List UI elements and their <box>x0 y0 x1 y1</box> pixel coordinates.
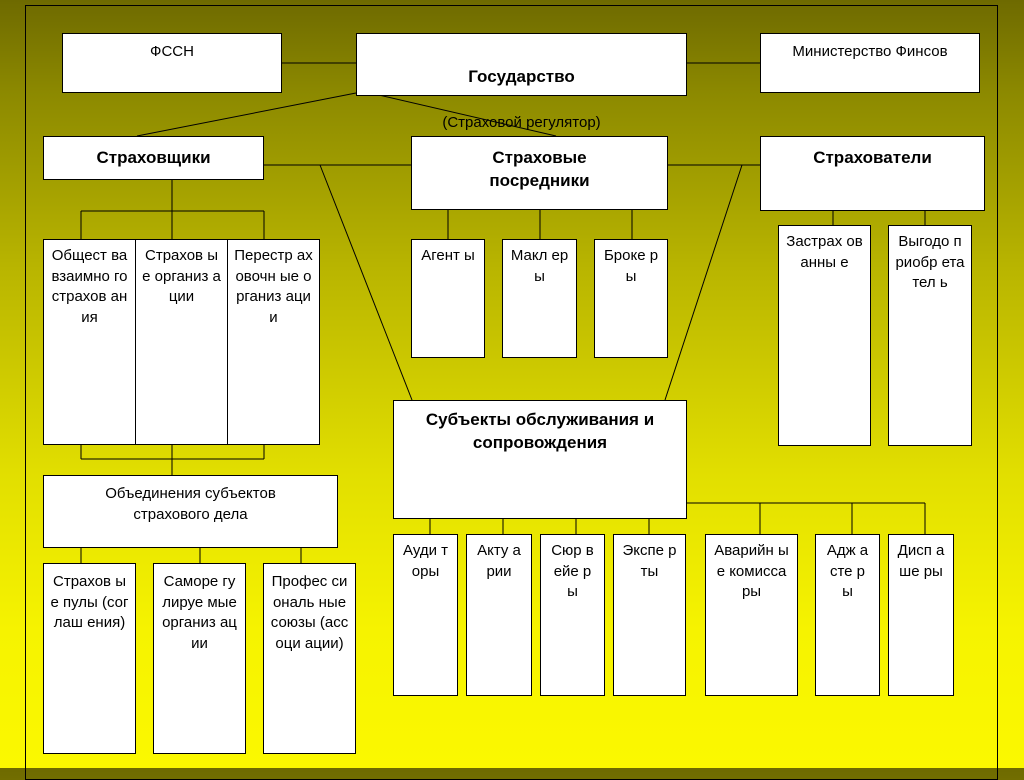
state-box: Государство (Страховой регулятор) <box>356 33 687 131</box>
self-regulated-orgs-label: Саморе гулируе мые организ ации <box>162 573 237 652</box>
brokers-2-box: Броке ры <box>594 239 668 358</box>
associations-label: Объединения субъектов страхового дела <box>105 485 276 523</box>
actuaries-box: Акту арии <box>466 534 532 696</box>
mutual-insurance-label: Общест ва взаимно го страхов ания <box>51 247 128 326</box>
state-subtitle: (Страховой регулятор) <box>442 114 601 131</box>
self-regulated-orgs-box: Саморе гулируе мые организ ации <box>153 563 246 754</box>
reinsurance-orgs-box: Перестр аховочн ые организ ации <box>227 239 320 445</box>
insurance-pools-box: Страхов ые пулы (соглаш ения) <box>43 563 136 754</box>
dispatchers-label: Дисп аше ры <box>897 542 945 580</box>
fssn-label: ФССН <box>150 43 194 60</box>
minfin-box: Министерство Финсов <box>760 33 980 93</box>
reinsurance-orgs-label: Перестр аховочн ые организ ации <box>234 247 313 326</box>
agents-box: Агент ы <box>411 239 485 358</box>
brokers-box: Макл еры <box>502 239 577 358</box>
policyholders-label: Страхователи <box>813 148 932 167</box>
intermediaries-label: Страховые посредники <box>489 148 590 190</box>
dispatchers-box: Дисп аше ры <box>888 534 954 696</box>
experts-label: Экспе рты <box>622 542 677 580</box>
brokers-label: Макл еры <box>510 247 569 285</box>
adjusters-box: Адж асте ры <box>815 534 880 696</box>
intermediaries-box: Страховые посредники <box>411 136 668 210</box>
emergency-commissioners-label: Аварийн ые комисса ры <box>714 542 789 600</box>
mutual-insurance-box: Общест ва взаимно го страхов ания <box>43 239 136 445</box>
beneficiary-label: Выгодо приобр етател ь <box>895 233 965 291</box>
surveyors-box: Сюр вейе ры <box>540 534 605 696</box>
beneficiary-box: Выгодо приобр етател ь <box>888 225 972 446</box>
adjusters-label: Адж асте ры <box>826 542 869 600</box>
actuaries-label: Акту арии <box>477 542 521 580</box>
insurance-orgs-label: Страхов ые организ ации <box>142 247 221 305</box>
professional-unions-box: Профес сиональ ные союзы (ассоци ации) <box>263 563 356 754</box>
surveyors-label: Сюр вейе ры <box>551 542 594 600</box>
policyholders-box: Страхователи <box>760 136 985 211</box>
fssn-box: ФССН <box>62 33 282 93</box>
insurers-label: Страховщики <box>96 148 211 167</box>
insurers-box: Страховщики <box>43 136 264 180</box>
insured-box: Застрах ованны е <box>778 225 871 446</box>
experts-box: Экспе рты <box>613 534 686 696</box>
state-title: Государство <box>468 67 575 86</box>
emergency-commissioners-box: Аварийн ые комисса ры <box>705 534 798 696</box>
minfin-label: Министерство Финсов <box>792 43 948 60</box>
service-subjects-label: Субъекты обслуживания и сопровождения <box>425 410 655 452</box>
insurance-orgs-box: Страхов ые организ ации <box>135 239 228 445</box>
auditors-box: Ауди торы <box>393 534 458 696</box>
insurance-pools-label: Страхов ые пулы (соглаш ения) <box>50 573 129 631</box>
professional-unions-label: Профес сиональ ные союзы (ассоци ации) <box>270 573 349 652</box>
associations-box: Объединения субъектов страхового дела <box>43 475 338 548</box>
insured-label: Застрах ованны е <box>786 233 863 271</box>
brokers-2-label: Броке ры <box>603 247 659 285</box>
service-subjects-box: Субъекты обслуживания и сопровождения <box>393 400 687 519</box>
auditors-label: Ауди торы <box>402 542 448 580</box>
agents-label: Агент ы <box>421 247 475 264</box>
